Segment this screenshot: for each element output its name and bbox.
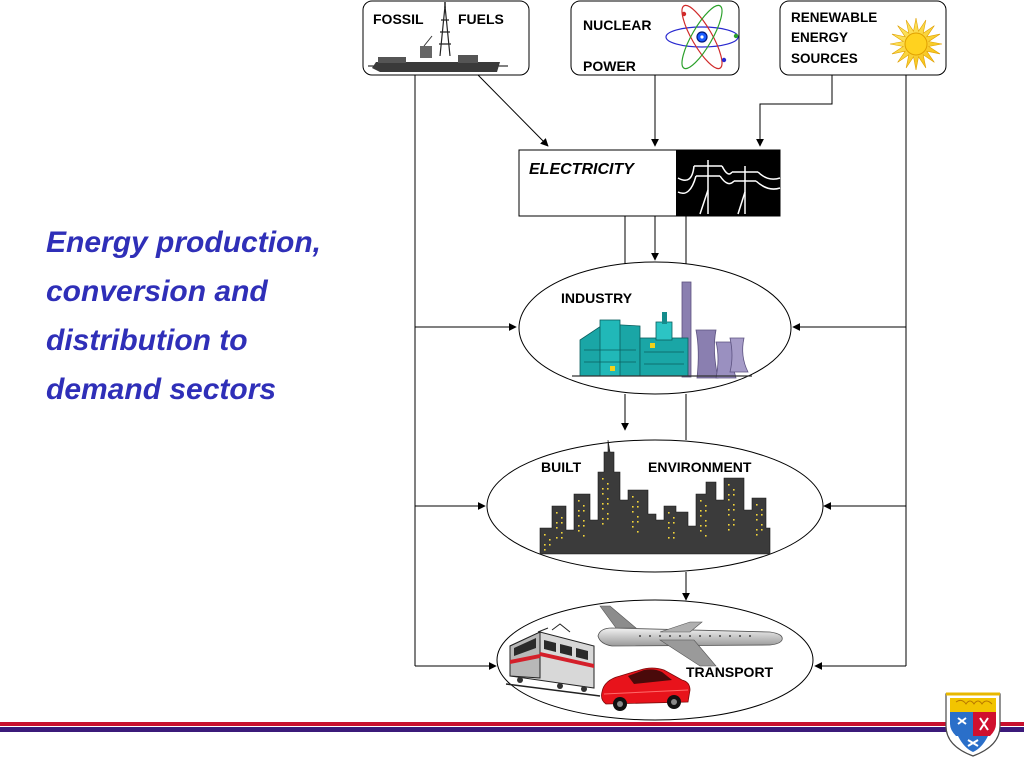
fossil-label-right: FUELS <box>458 11 504 27</box>
nuclear-box-frame <box>570 0 740 76</box>
nuclear-label-line1: NUCLEAR <box>583 17 651 33</box>
transport-label: TRANSPORT <box>686 664 774 680</box>
university-crest-icon <box>945 692 1001 757</box>
footer-bars <box>0 722 1024 732</box>
industry-label: INDUSTRY <box>561 290 633 306</box>
sun-icon <box>889 17 943 71</box>
arrow-renewable-to-electricity <box>756 75 833 147</box>
heading-line-2: conversion and <box>46 275 268 308</box>
atom-icon <box>665 4 739 70</box>
nuclear-power-box: NUCLEAR POWER <box>570 0 740 76</box>
train-icon <box>505 623 601 697</box>
renewable-energy-box: RENEWABLE ENERGY SOURCES <box>779 0 947 76</box>
nuclear-label-line2: POWER <box>583 58 636 74</box>
built-label-left: BUILT <box>541 459 582 475</box>
car-icon <box>601 667 691 711</box>
airplane-icon <box>597 605 783 667</box>
slide-heading: Energy production, conversion and distri… <box>46 218 376 414</box>
renewable-label-line1: RENEWABLE <box>791 10 877 25</box>
built-environment-sector: BUILT ENVIRONMENT <box>486 439 824 573</box>
electricity-box: ELECTRICITY <box>518 149 781 217</box>
heading-line-4: demand sectors <box>46 373 277 406</box>
industry-sector: INDUSTRY <box>518 261 792 395</box>
power-lines-icon <box>676 150 781 216</box>
transport-ellipse <box>496 599 814 721</box>
footer-purple-bar <box>0 727 1024 732</box>
city-skyline-icon <box>539 439 771 555</box>
arrow-fossil-to-electricity <box>477 74 549 147</box>
factory-icon <box>572 281 752 379</box>
renewable-label-line3: SOURCES <box>791 51 858 66</box>
fossil-fuels-box: FOSSIL FUELS <box>362 0 530 76</box>
heading-line-1: Energy production, <box>46 226 322 259</box>
built-label-right: ENVIRONMENT <box>648 459 752 475</box>
electricity-label: ELECTRICITY <box>529 161 635 178</box>
connector-lines <box>414 74 907 670</box>
transport-sector: TRANSPORT <box>496 599 814 721</box>
footer-red-bar <box>0 722 1024 726</box>
fossil-box-frame <box>362 0 530 76</box>
oil-rig-ship-icon <box>368 2 508 72</box>
renewable-label-line2: ENERGY <box>791 30 848 45</box>
fossil-label-left: FOSSIL <box>373 11 424 27</box>
heading-line-3: distribution to <box>46 324 248 357</box>
